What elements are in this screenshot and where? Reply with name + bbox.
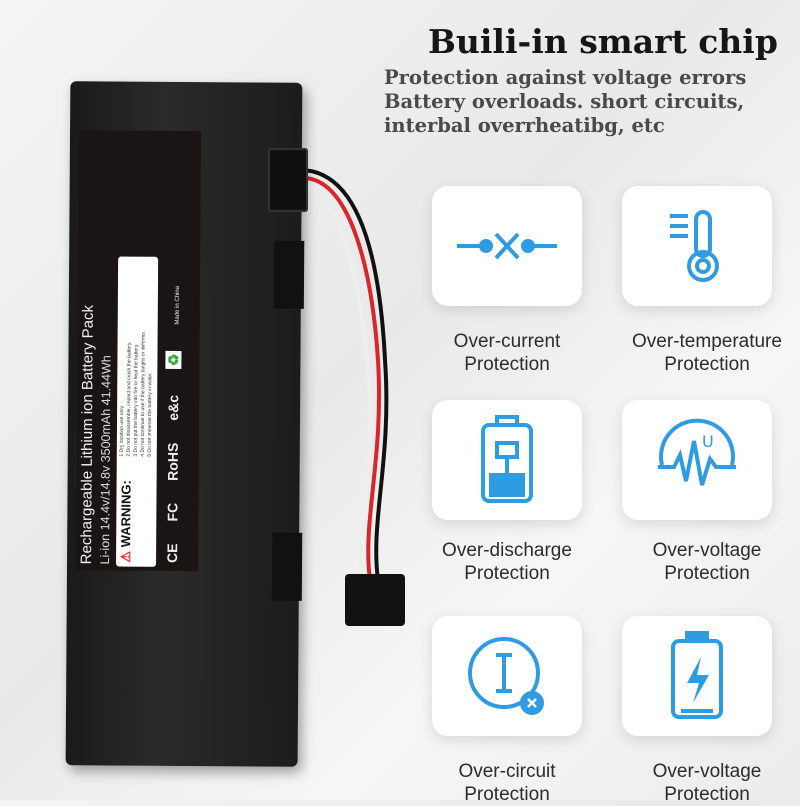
headline: Buili-in smart chip <box>428 22 778 61</box>
feature-card <box>622 186 772 306</box>
subtitle-line: interbal overrheatibg, etc <box>384 114 665 137</box>
certification-marks: CEFCRoHSe&c ♻ Made in China <box>164 285 182 563</box>
battery-plug <box>345 574 405 626</box>
feature-card <box>432 400 582 520</box>
plug-battery-icon <box>481 415 533 503</box>
warning-title: ⚠ WARNING: <box>118 480 134 563</box>
subtitle-line: Battery overloads. short circuits, <box>384 90 745 113</box>
battery-clip <box>271 532 303 601</box>
battery-clip <box>273 240 305 309</box>
warning-triangle-icon: ⚠ <box>118 550 134 563</box>
subtitle: Protection against voltage errors Batter… <box>384 66 746 138</box>
battery-bolt-icon <box>671 631 723 719</box>
voltage-wave-icon: U <box>658 418 736 486</box>
made-in: Made in China <box>174 285 181 325</box>
battery-pack: Rechargeable Lithium ion Battery Pack Li… <box>65 81 305 767</box>
wire-connector <box>268 148 308 212</box>
feature-card <box>622 616 772 736</box>
feature-card: U <box>622 400 772 520</box>
thermometer-icon <box>670 210 719 282</box>
warning-notes: 1.Dry location use only. 2.Do not disass… <box>118 330 154 457</box>
current-circle-icon <box>468 637 544 715</box>
recycle-icon: ♻ <box>165 350 182 370</box>
over-current-icon <box>457 232 557 260</box>
feature-card <box>432 616 582 736</box>
label-title: Rechargeable Lithium ion Battery Pack <box>78 304 97 565</box>
warning-panel: ⚠ WARNING: 1.Dry location use only. 2.Do… <box>116 256 159 567</box>
label-spec: Li-ion 14.4v/14.8v 3500mAh 41.44Wh <box>98 355 114 565</box>
subtitle-line: Protection against voltage errors <box>384 66 747 89</box>
feature-card <box>432 186 582 306</box>
battery-label: Rechargeable Lithium ion Battery Pack Li… <box>75 130 202 572</box>
svg-text:U: U <box>702 432 714 451</box>
